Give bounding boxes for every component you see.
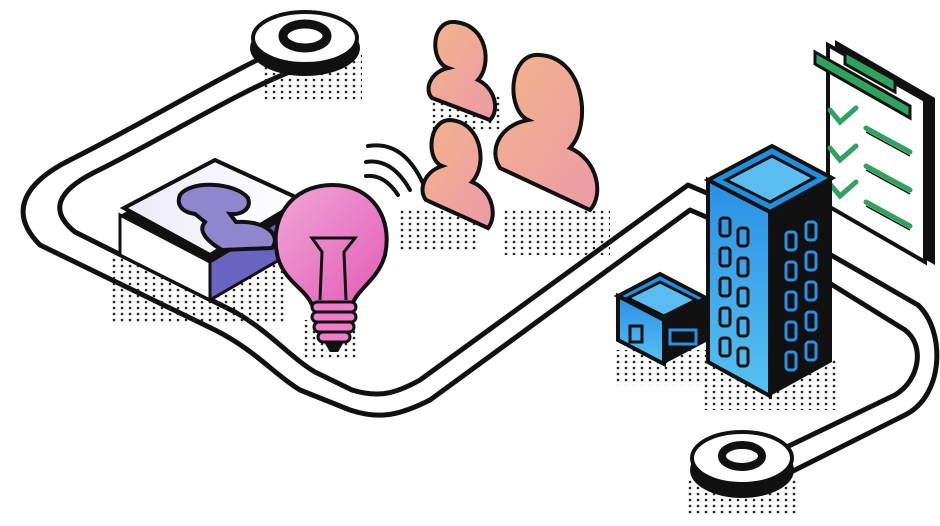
- people-group-icon: [400, 22, 610, 255]
- path-start-ring-icon: [250, 12, 362, 100]
- small-shop-icon: [612, 274, 707, 385]
- office-tower-icon: [700, 146, 840, 410]
- signal-waves-icon: [366, 145, 425, 195]
- path-end-ring-icon: [685, 432, 800, 516]
- lightbulb-idea-icon: [276, 185, 387, 360]
- checklist-clipboard-icon: [815, 40, 935, 265]
